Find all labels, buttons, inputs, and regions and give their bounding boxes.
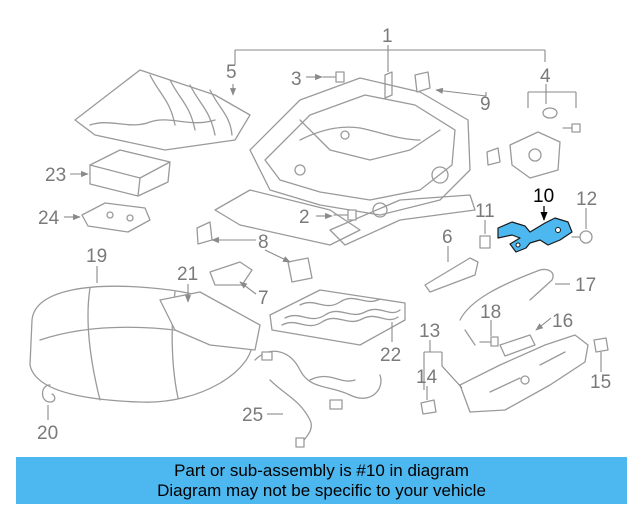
bolt-18-part [479,336,499,347]
side-cover-6-part [424,257,479,293]
callout-19: 19 [86,246,107,267]
suspension-mat-part [269,289,406,346]
callout-16: 16 [552,311,573,332]
leader-lines [47,45,602,420]
callout-9: 9 [480,94,491,115]
callout-labels: 1 2 3 4 5 6 7 8 9 10 11 12 13 14 15 16 1… [37,26,611,444]
hinge-4-part [509,107,581,179]
callout-25: 25 [242,405,263,426]
cushion-pad-part [159,291,261,351]
parts-diagram: 1 2 3 4 5 6 7 8 9 10 11 12 13 14 15 16 1… [29,26,611,448]
callout-5: 5 [226,62,237,83]
callout-18: 18 [480,302,501,323]
cable-17-part [459,268,554,346]
callout-4: 4 [540,66,551,87]
callout-21: 21 [177,264,198,285]
highlighted-bracket-10[interactable] [497,217,573,253]
callout-23: 23 [45,165,66,186]
callout-2: 2 [299,207,310,228]
control-module-part [89,149,171,197]
callout-11: 11 [475,201,495,222]
callout-1: 1 [382,26,393,47]
seat-frame-part [214,71,476,246]
spring-mat-part [74,69,251,151]
cap-9-part [414,71,501,166]
callout-14: 14 [416,367,438,388]
callout-8: 8 [258,232,269,253]
callout-13: 13 [419,321,440,342]
wiring-harness-part [254,350,382,448]
callout-20: 20 [37,423,58,444]
bolt-3-part [322,71,345,83]
bracket-11-part [479,235,491,249]
side-panel-13-part [459,334,589,413]
bolt-2-part [333,209,357,221]
callout-22: 22 [380,345,401,366]
callout-24: 24 [38,208,60,229]
info-banner: Part or sub-assembly is #10 in diagram D… [16,457,627,504]
clip-8-part [196,221,313,283]
callout-3: 3 [291,69,302,90]
callout-15: 15 [590,372,611,393]
clip-14-part [420,399,437,415]
callout-6: 6 [442,227,453,248]
callout-10: 10 [533,186,554,207]
callout-12: 12 [576,189,597,210]
clip-15-part [593,337,609,353]
bracket-24-part [81,202,151,233]
banner-line-2: Diagram may not be specific to your vehi… [157,480,486,500]
callout-17: 17 [575,275,596,296]
clip-20-part [41,384,56,403]
banner-line-1: Part or sub-assembly is #10 in diagram [174,460,469,480]
cover-7-part [209,261,253,286]
knob-12-part [571,230,593,244]
trim-16-part [499,334,536,357]
callout-7: 7 [258,288,269,309]
